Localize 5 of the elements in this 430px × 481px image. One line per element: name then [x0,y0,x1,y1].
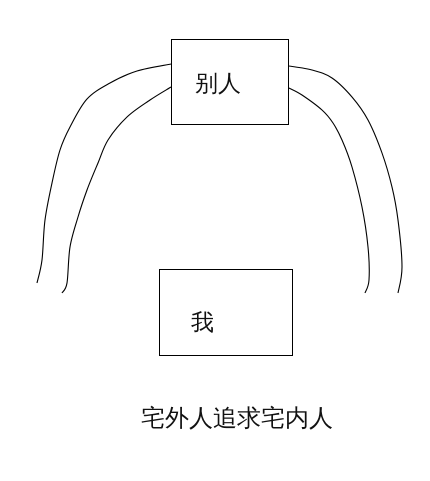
box-label: 我 [191,310,214,336]
box-label: 别人 [195,71,241,97]
text-box [159,269,293,356]
caption: 宅外人追求宅内人 [141,405,333,431]
text-box [171,39,289,125]
